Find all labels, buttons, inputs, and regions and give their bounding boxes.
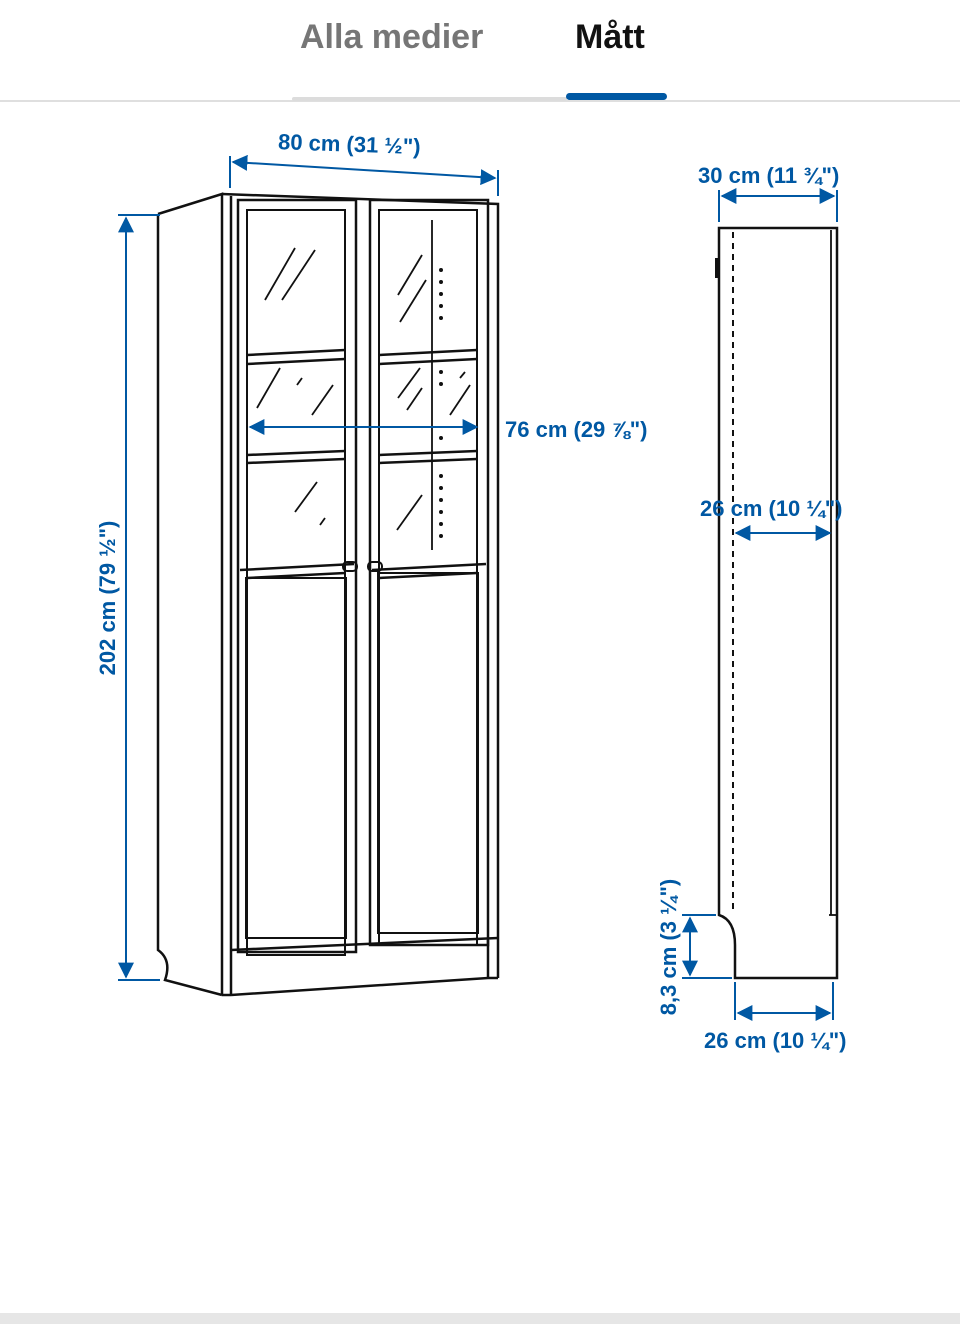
tab-all-media[interactable]: Alla medier bbox=[300, 18, 484, 56]
depth-label: 30 cm (11 ¾") bbox=[698, 163, 839, 188]
inner-width-label: 76 cm (29 ⅞") bbox=[505, 417, 648, 442]
bottom-bar bbox=[0, 1313, 960, 1324]
tab-track bbox=[292, 97, 567, 101]
dimension-drawing: 80 cm (31 ½") 76 cm (29 ⅞") 202 cm (79 ½… bbox=[95, 129, 847, 1053]
inner-depth-label: 26 cm (10 ¼") bbox=[700, 496, 843, 521]
tab-dimensions[interactable]: Mått bbox=[575, 18, 645, 56]
tab-bar-divider bbox=[0, 100, 960, 102]
cabinet-side-view bbox=[715, 226, 839, 980]
base-depth-label: 26 cm (10 ¼") bbox=[704, 1028, 847, 1053]
cabinet-front-view bbox=[156, 192, 500, 997]
tab-bar: Alla medier Mått bbox=[0, 0, 960, 104]
shelf-pin-holes bbox=[439, 268, 443, 538]
height-label: 202 cm (79 ½") bbox=[95, 521, 120, 676]
width-label: 80 cm (31 ½") bbox=[278, 129, 421, 159]
base-height-label: 8,3 cm (3 ¼") bbox=[656, 879, 681, 1015]
dimension-lines bbox=[118, 154, 838, 1021]
active-tab-indicator bbox=[566, 93, 667, 100]
